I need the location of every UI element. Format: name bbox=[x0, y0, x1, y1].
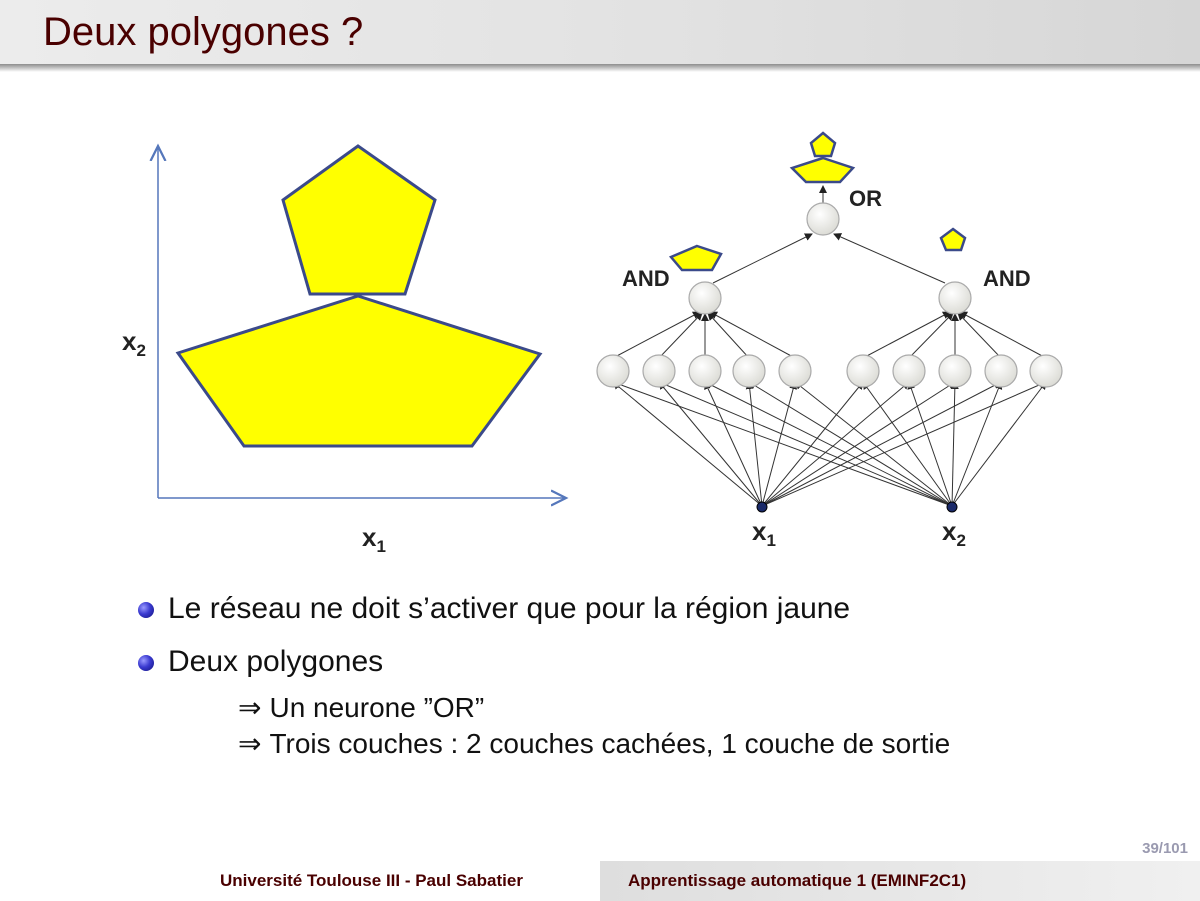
bullet-text: Deux polygones bbox=[168, 645, 384, 678]
neuron bbox=[984, 354, 1018, 388]
icon-or-bottom-pentagon bbox=[789, 156, 856, 184]
footer-right-panel: Apprentissage automatique 1 (EMINF2C1) bbox=[600, 861, 1200, 901]
neuron bbox=[892, 354, 926, 388]
sub-bullet-text: Un neurone ”OR” bbox=[269, 692, 485, 723]
y-axis-label: x2 bbox=[122, 326, 146, 361]
neuron bbox=[688, 354, 722, 388]
hidden-layer-1 bbox=[596, 354, 1063, 388]
sub-bullet-text: Trois couches : 2 couches cachées, 1 cou… bbox=[269, 728, 951, 759]
input-node-x2 bbox=[946, 501, 958, 513]
icon-or-top-pentagon bbox=[809, 131, 837, 158]
sub-bullet-item: ⇒Un neurone ”OR” bbox=[238, 690, 950, 726]
neuron bbox=[846, 354, 880, 388]
and-gate-label-left: AND bbox=[622, 266, 670, 291]
sub-bullet-list: ⇒Un neurone ”OR” ⇒Trois couches : 2 couc… bbox=[238, 690, 950, 762]
bullet-dot-icon bbox=[138, 602, 154, 618]
neuron bbox=[642, 354, 676, 388]
and-neuron-left bbox=[688, 281, 722, 315]
or-neuron bbox=[806, 202, 840, 236]
bullet-item: Le réseau ne doit s’activer que pour la … bbox=[138, 590, 850, 628]
slide-title: Deux polygones ? bbox=[43, 10, 364, 54]
footer-institution: Université Toulouse III - Paul Sabatier bbox=[220, 871, 523, 890]
x-axis-label: x1 bbox=[362, 522, 386, 557]
input-label-x2: x2 bbox=[942, 516, 966, 551]
bullet-dot-icon bbox=[138, 655, 154, 671]
small-pentagon bbox=[281, 144, 437, 296]
figure-polygons-network bbox=[0, 131, 1063, 513]
or-gate-label: OR bbox=[849, 186, 882, 211]
title-shadow bbox=[0, 64, 1200, 72]
title-bar bbox=[0, 0, 1200, 64]
input-label-x1: x1 bbox=[752, 516, 776, 551]
icon-and-right-pentagon bbox=[939, 227, 967, 252]
neuron bbox=[778, 354, 812, 388]
hidden-to-and-connections bbox=[612, 311, 1047, 359]
neuron bbox=[732, 354, 766, 388]
and-neuron-right bbox=[938, 281, 972, 315]
large-pentagon bbox=[175, 294, 543, 448]
implies-arrow-icon: ⇒ bbox=[238, 692, 262, 723]
input-connections bbox=[612, 380, 1047, 507]
and-to-or-connections bbox=[712, 185, 946, 284]
neuron bbox=[1029, 354, 1063, 388]
footer-course: Apprentissage automatique 1 (EMINF2C1) bbox=[628, 871, 967, 890]
neuron bbox=[938, 354, 972, 388]
page-number: 39/101 bbox=[1142, 840, 1188, 857]
input-node-x1 bbox=[756, 501, 768, 513]
footer: Université Toulouse III - Paul Sabatier … bbox=[0, 861, 1200, 901]
and-gate-label-right: AND bbox=[983, 266, 1031, 291]
icon-and-left-pentagon bbox=[668, 244, 723, 272]
implies-arrow-icon: ⇒ bbox=[238, 728, 262, 759]
bullet-text: Le réseau ne doit s’activer que pour la … bbox=[168, 592, 851, 625]
neuron bbox=[596, 354, 630, 388]
bullet-list: Le réseau ne doit s’activer que pour la … bbox=[138, 590, 850, 696]
bullet-item: Deux polygones bbox=[138, 643, 850, 681]
footer-left-panel: Université Toulouse III - Paul Sabatier bbox=[0, 861, 600, 901]
sub-bullet-item: ⇒Trois couches : 2 couches cachées, 1 co… bbox=[238, 726, 950, 762]
